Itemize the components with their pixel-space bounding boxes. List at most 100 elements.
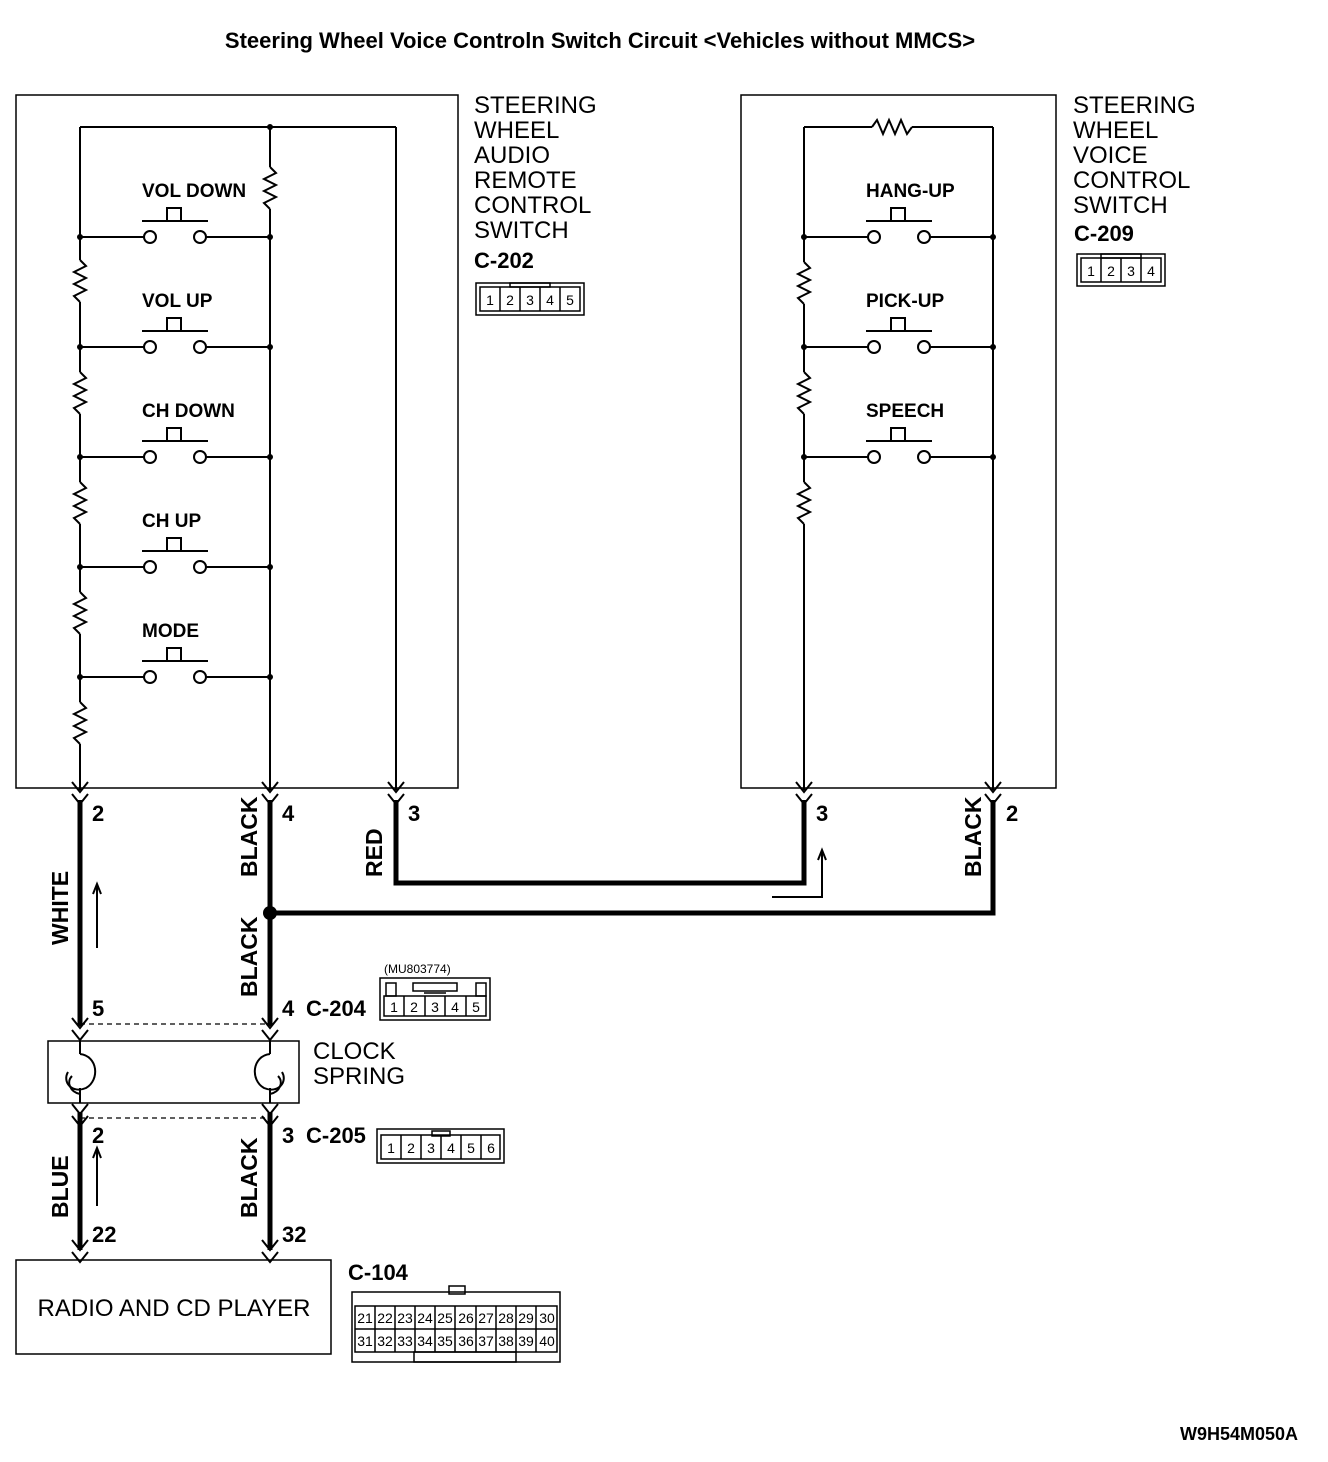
pin-number: 3 xyxy=(816,801,828,826)
connector-c104-top-row: 21 22 23 24 25 26 27 28 29 30 xyxy=(357,1310,555,1326)
wire-color-label: RED xyxy=(361,828,387,877)
connector-pin-number: 4 xyxy=(546,292,554,308)
audio-switch-label-line: STEERING xyxy=(474,92,597,119)
connector-pin-number: 6 xyxy=(487,1140,495,1156)
voice-switch-label-line: CONTROL xyxy=(1073,167,1190,194)
connector-pin-number: 32 xyxy=(377,1333,393,1349)
connector-pin-number: 4 xyxy=(451,999,459,1015)
connector-pin-number: 2 xyxy=(410,999,418,1015)
connector-pin-number: 24 xyxy=(417,1310,433,1326)
pin-number: 2 xyxy=(1006,801,1018,826)
connector-pin-number: 35 xyxy=(437,1333,453,1349)
wire-color-label: BLACK xyxy=(960,796,986,877)
connector-c104-bottom-row: 31 32 33 34 35 36 37 38 39 40 xyxy=(357,1333,555,1349)
wire-color-label: BLACK xyxy=(236,916,262,997)
connector-c205-icon: 1 2 3 4 5 6 xyxy=(376,1128,505,1164)
switch-label-hang-up: HANG-UP xyxy=(866,181,955,202)
connector-pin-number: 3 xyxy=(526,292,534,308)
audio-ladder-wire xyxy=(71,127,89,790)
signal-arrows xyxy=(92,847,827,1206)
clock-spring: CLOCK SPRING C-204 (MU803774) 1 2 3 4 5 … xyxy=(47,962,505,1164)
connector-id-c205: C-205 xyxy=(306,1123,366,1148)
connector-c104-icon: 21 22 23 24 25 26 27 28 29 30 31 32 33 3… xyxy=(351,1285,561,1363)
switch-ch-up: CH UP xyxy=(77,511,273,574)
wire-black-voice xyxy=(270,800,996,916)
connector-pin-number: 4 xyxy=(1147,263,1155,279)
connector-pin-number: 5 xyxy=(472,999,480,1015)
connector-pin-number: 1 xyxy=(390,999,398,1015)
pin-number: 4 xyxy=(282,801,295,826)
wire-color-label: BLACK xyxy=(236,1137,262,1218)
switch-vol-up: VOL UP xyxy=(77,291,273,354)
voice-switch-label: STEERING WHEEL VOICE CONTROL SWITCH C-20… xyxy=(1073,92,1196,246)
switch-hang-up: HANG-UP xyxy=(801,181,996,244)
switch-label-speech: SPEECH xyxy=(866,401,944,422)
voice-switch-label-line: WHEEL xyxy=(1073,117,1158,144)
wire-color-label: BLACK xyxy=(236,796,262,877)
audio-common-wire xyxy=(261,127,279,790)
pin-number: 32 xyxy=(282,1222,306,1247)
audio-switch-label: STEERING WHEEL AUDIO REMOTE CONTROL SWIT… xyxy=(474,92,597,273)
connector-pin-number: 1 xyxy=(387,1140,395,1156)
connector-pin-number: 3 xyxy=(1127,263,1135,279)
connector-pin-number: 27 xyxy=(478,1310,494,1326)
radio-cd-player: RADIO AND CD PLAYER C-104 21 22 23 24 25 xyxy=(15,1259,561,1363)
pin-numbers: 2 4 3 3 2 5 4 2 3 22 32 xyxy=(92,801,1018,1247)
connector-pin-number: 38 xyxy=(498,1333,514,1349)
switch-speech: SPEECH xyxy=(801,401,996,464)
connector-pin-number: 2 xyxy=(506,292,514,308)
pin-number: 4 xyxy=(282,996,295,1021)
voice-ladder-wire xyxy=(795,127,813,790)
connector-pin-number: 33 xyxy=(397,1333,413,1349)
spiral-icon xyxy=(254,1041,285,1103)
connector-id-c204: C-204 xyxy=(306,996,367,1021)
voice-switch-label-line: STEERING xyxy=(1073,92,1196,119)
pin-number: 5 xyxy=(92,996,104,1021)
connector-pin-number: 21 xyxy=(357,1310,373,1326)
connector-pin-number: 5 xyxy=(566,292,574,308)
switch-label-pick-up: PICK-UP xyxy=(866,291,944,312)
connector-pin-number: 28 xyxy=(498,1310,514,1326)
switch-label-mode: MODE xyxy=(142,621,199,642)
switch-label-ch-down: CH DOWN xyxy=(142,401,235,422)
audio-switch-box xyxy=(15,94,459,789)
connector-pin-number: 4 xyxy=(447,1140,455,1156)
connector-pin-number: 22 xyxy=(377,1310,393,1326)
arrow-up-icon xyxy=(772,852,823,898)
connector-pin-number: 30 xyxy=(539,1310,555,1326)
spiral-icon xyxy=(65,1041,96,1103)
connector-pin-number: 31 xyxy=(357,1333,373,1349)
radio-label: RADIO AND CD PLAYER xyxy=(38,1295,311,1322)
connector-pin-number: 25 xyxy=(437,1310,453,1326)
connector-pin-number: 26 xyxy=(458,1310,474,1326)
radio-box xyxy=(15,1259,332,1355)
connector-pin-number: 3 xyxy=(427,1140,435,1156)
switch-label-vol-up: VOL UP xyxy=(142,291,213,312)
wire-color-label: WHITE xyxy=(47,871,73,945)
figure-reference-code: W9H54M050A xyxy=(1180,1424,1298,1444)
connector-c209-icon: 1 2 3 4 xyxy=(1076,253,1166,287)
wire-red xyxy=(393,800,807,886)
audio-switch-label-line: SWITCH xyxy=(474,217,569,244)
connector-pin-number: 37 xyxy=(478,1333,494,1349)
audio-switch-label-line: CONTROL xyxy=(474,192,591,219)
connector-pin-number: 39 xyxy=(518,1333,534,1349)
clock-spring-label: CLOCK xyxy=(313,1038,396,1065)
connector-pin-number: 5 xyxy=(467,1140,475,1156)
voice-switch-label-line: VOICE xyxy=(1073,142,1148,169)
wire-color-label: BLUE xyxy=(47,1155,73,1218)
harness-wires xyxy=(77,800,996,1250)
part-number: (MU803774) xyxy=(384,962,451,976)
connector-c202-icon: 1 2 3 4 5 xyxy=(475,282,585,316)
clock-spring-box xyxy=(47,1040,300,1104)
connector-pin-number: 29 xyxy=(518,1310,534,1326)
connector-c204-icon: 1 2 3 4 5 xyxy=(379,977,491,1021)
connector-pin-number: 23 xyxy=(397,1310,413,1326)
connector-id-c104: C-104 xyxy=(348,1260,409,1285)
connector-pin-number: 40 xyxy=(539,1333,555,1349)
diagram-title: Steering Wheel Voice Controln Switch Cir… xyxy=(225,28,975,53)
connector-pin-number: 34 xyxy=(417,1333,433,1349)
terminal-markers xyxy=(71,781,1002,1264)
splice-point xyxy=(263,906,277,920)
